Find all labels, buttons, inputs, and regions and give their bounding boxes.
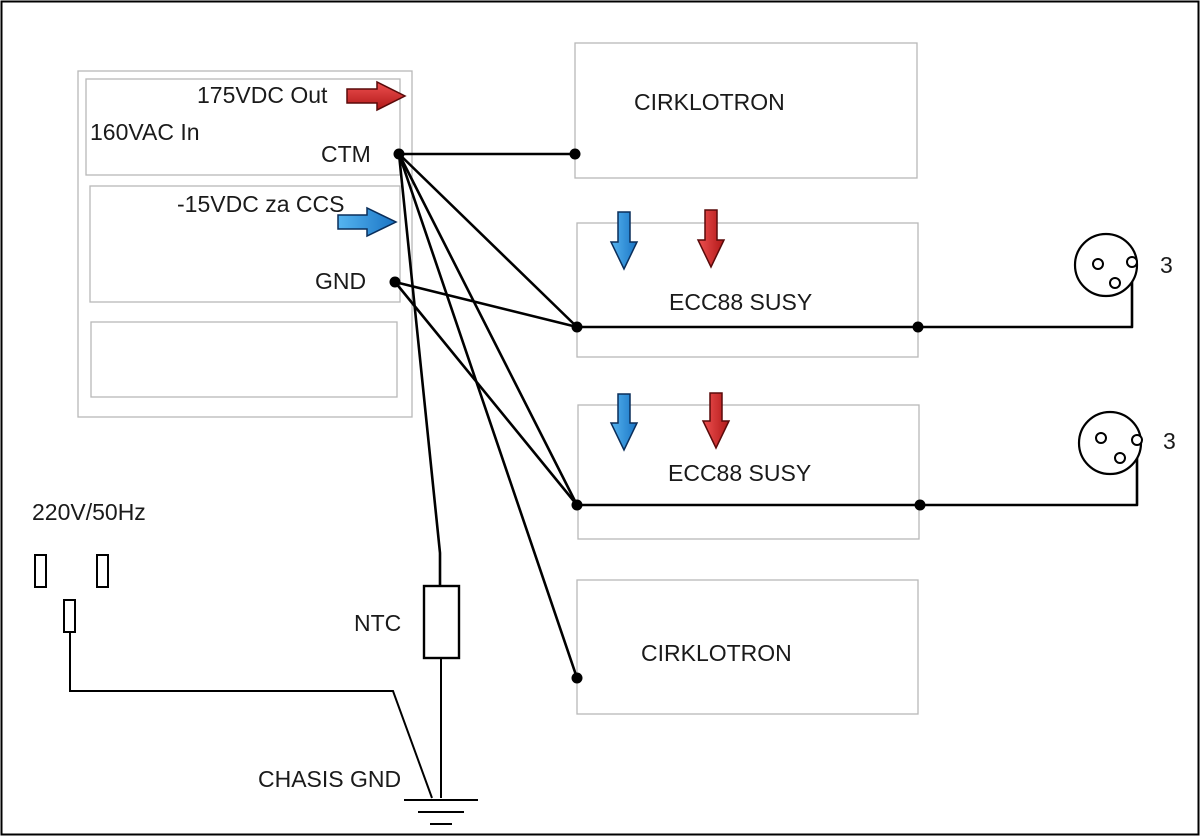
ac-in-label: 160VAC In: [90, 119, 200, 145]
negative-out-arrow-icon: [337, 206, 398, 238]
earth-wire: [69, 632, 433, 799]
ntc-resistor-icon: [422, 584, 461, 660]
susy-bottom-negative-arrow-icon: [609, 393, 639, 452]
module-susy-bottom: ECC88 SUSY: [577, 392, 920, 540]
susy-top-label: ECC88 SUSY: [669, 289, 812, 315]
module-cirklotron-bottom: CIRKLOTRON: [576, 579, 919, 715]
power-supply-block: 175VDC Out 160VAC In CTM -15VDC za CCS G…: [77, 70, 413, 418]
xlr-connector-bottom-icon: [1077, 410, 1143, 476]
cirklotron-bottom-label: CIRKLOTRON: [641, 640, 792, 666]
junction-dots: [389, 148, 926, 684]
ground-symbol-icon: [404, 799, 478, 825]
mains-label: 220V/50Hz: [32, 499, 146, 525]
xlr-connector-top-icon: [1073, 232, 1139, 298]
susy-bottom-label: ECC88 SUSY: [668, 460, 811, 486]
gnd-label: GND: [315, 268, 366, 294]
ctm-label: CTM: [321, 141, 371, 167]
cirklotron-top-label: CIRKLOTRON: [634, 89, 785, 115]
susy-top-positive-arrow-icon: [696, 209, 726, 269]
positive-out-arrow-icon: [346, 80, 407, 112]
empty-section: [90, 321, 398, 398]
module-susy-top: ECC88 SUSY: [576, 209, 919, 358]
xlr-bottom-pin-label: 3: [1163, 428, 1176, 454]
susy-top-negative-arrow-icon: [609, 211, 639, 271]
chassis-gnd-label: CHASIS GND: [258, 766, 401, 792]
susy-bottom-positive-arrow-icon: [701, 392, 731, 450]
ccs-section: [89, 185, 401, 303]
module-cirklotron-top: CIRKLOTRON: [574, 42, 918, 179]
ccs-label: -15VDC za CCS: [177, 191, 344, 217]
mains-plug-icon: [34, 554, 109, 633]
wiring: [393, 152, 1139, 680]
hv-out-label: 175VDC Out: [197, 82, 328, 108]
ntc-label: NTC: [354, 610, 401, 636]
xlr-top-pin-label: 3: [1160, 252, 1173, 278]
